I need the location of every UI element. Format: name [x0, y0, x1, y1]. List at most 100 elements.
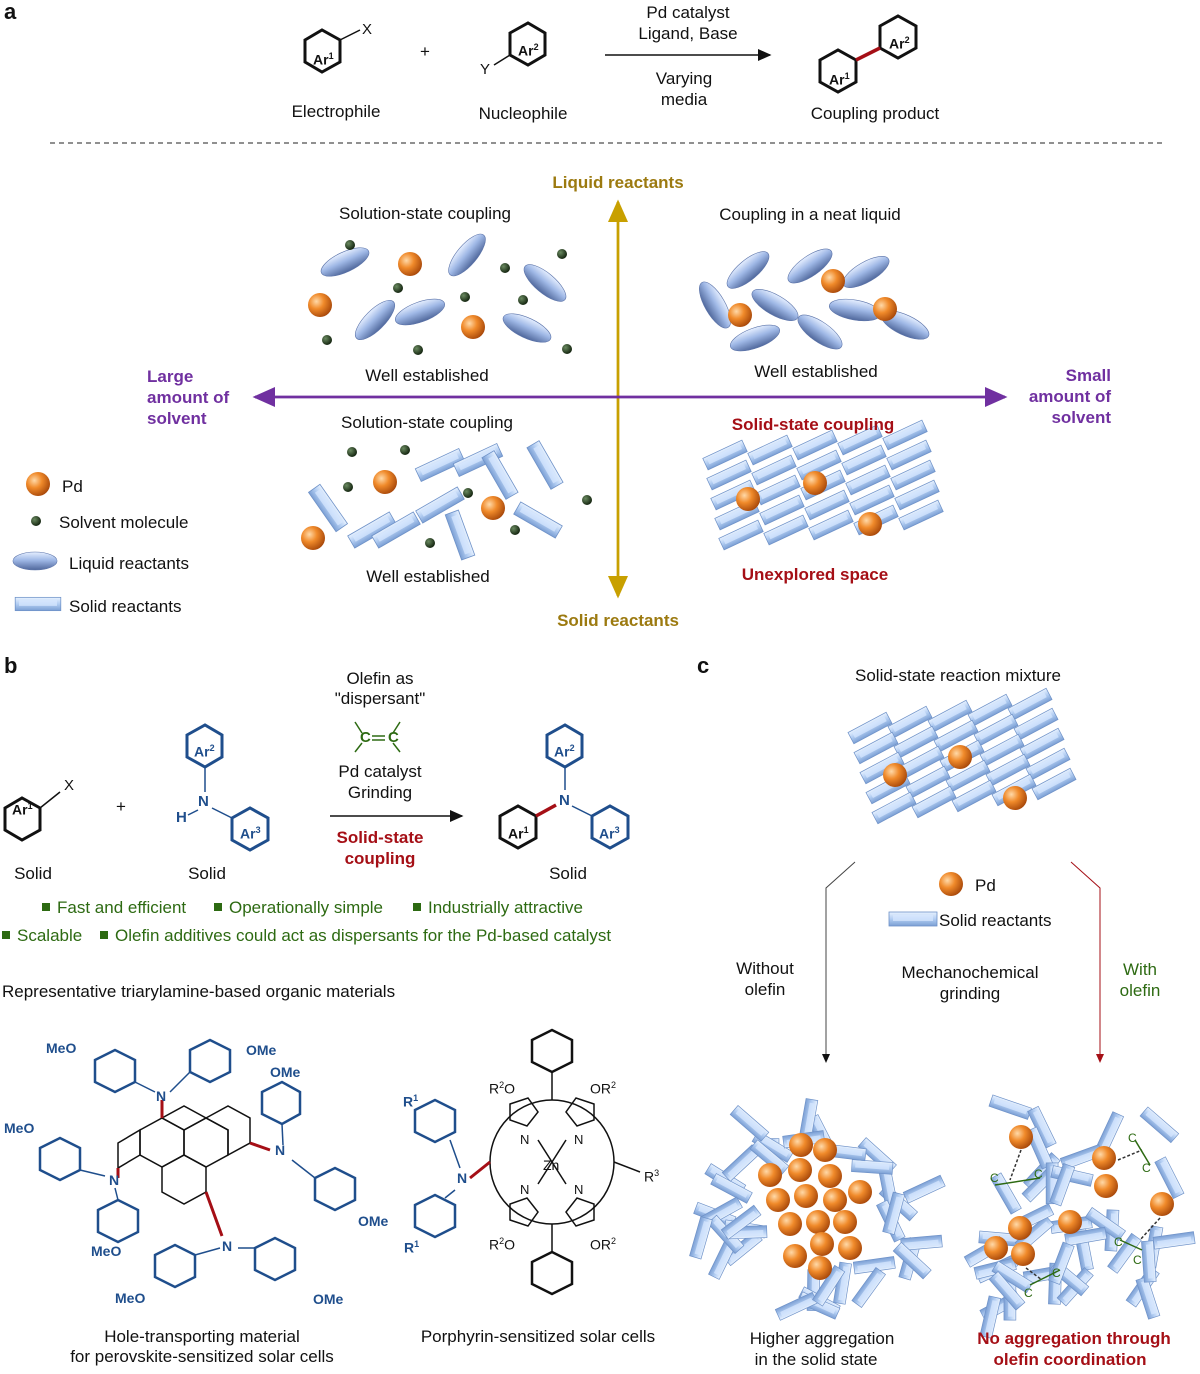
with-2: olefin	[1119, 981, 1161, 1000]
n-1: N	[156, 1088, 167, 1104]
with-1: With	[1123, 960, 1157, 979]
bullet-scalable: Scalable	[2, 926, 82, 946]
without-2: olefin	[744, 980, 786, 999]
scheme-a	[303, 14, 918, 94]
solid-label-3: Solid	[549, 864, 587, 883]
b-ar3-label: Ar3	[240, 825, 261, 842]
c-title: Solid-state reaction mixture	[855, 666, 1061, 685]
right-caption-2: olefin coordination	[993, 1350, 1147, 1369]
bullet-industrial: Industrially attractive	[413, 898, 583, 918]
bullet-fast: Fast and efficient	[42, 898, 186, 918]
pd-legend-c	[939, 872, 963, 896]
y-label: Y	[480, 61, 491, 78]
bl-title: Solution-state coupling	[340, 413, 514, 432]
olefin-c-atom: C	[1142, 1161, 1151, 1175]
legend-liquid: Liquid reactants	[69, 554, 190, 573]
solid-label-2: Solid	[188, 864, 226, 883]
legend-pd: Pd	[62, 477, 83, 496]
axis-left-line3: solvent	[147, 409, 207, 428]
cluster-without-olefin	[689, 1098, 946, 1321]
legend-graphics	[12, 472, 62, 612]
or2-top: OR2	[590, 1080, 617, 1097]
b-ar1-label: Ar1	[12, 801, 33, 818]
x-label: X	[362, 21, 373, 38]
br-status: Unexplored space	[741, 565, 889, 584]
bp-n-label: N	[559, 792, 570, 809]
r1-top: R1	[403, 1093, 419, 1110]
olefin-c-atom: C	[990, 1171, 999, 1185]
panel-c-top-cluster	[847, 687, 1077, 825]
product-label: Coupling product	[810, 104, 940, 123]
olefin-c-atom: C	[1024, 1286, 1033, 1300]
grinding-2: grinding	[939, 984, 1001, 1003]
left-caption-1: Higher aggregation	[749, 1329, 895, 1348]
conditions-line2: Ligand, Base	[638, 24, 738, 43]
nucleophile-label: Nucleophile	[478, 104, 568, 123]
axis-solid-reactants: Solid reactants	[557, 611, 679, 630]
grinding-1: Mechanochemical	[901, 963, 1039, 982]
b-plus: +	[116, 797, 126, 816]
solid-label-1: Solid	[14, 864, 52, 883]
bp-ar1-label: Ar1	[508, 825, 529, 842]
product-ar1-label: Ar1	[829, 71, 850, 88]
bp-ar2-label: Ar2	[554, 743, 575, 760]
axis-liquid-reactants: Liquid reactants	[552, 173, 684, 192]
bullet-simple: Operationally simple	[214, 898, 383, 918]
mol1-caption-1: Hole-transporting material	[104, 1327, 300, 1346]
olefin-line1: Olefin as	[346, 669, 414, 688]
left-caption-2: in the solid state	[754, 1350, 878, 1369]
ome-2: OMe	[270, 1064, 301, 1080]
ar1-label: Ar1	[313, 51, 334, 68]
axis-left-line1: Large	[147, 367, 194, 386]
bl-status: Well established	[366, 567, 490, 586]
quadrant-solution-liquid	[308, 228, 572, 355]
ome-1: OMe	[246, 1042, 277, 1058]
tr-status: Well established	[754, 362, 878, 381]
quadrant-neat-liquid	[693, 242, 934, 357]
mol1-caption-2: for perovskite-sensitized solar cells	[70, 1347, 334, 1366]
tl-title: Solution-state coupling	[338, 204, 512, 223]
product-ar2-label: Ar2	[889, 35, 910, 52]
olefin-line2: "dispersant"	[334, 689, 426, 708]
c-legend-solid: Solid reactants	[939, 911, 1052, 930]
c-legend-pd: Pd	[975, 876, 996, 895]
n-4: N	[222, 1238, 233, 1254]
meo-1: MeO	[46, 1040, 77, 1056]
olefin-c-atom: C	[1052, 1266, 1061, 1280]
n-2: N	[109, 1172, 120, 1188]
b-h-label: H	[176, 809, 187, 826]
cluster-with-olefin	[963, 1094, 1196, 1339]
ar2-label: Ar2	[518, 42, 539, 59]
mol2-n1: N	[520, 1132, 530, 1147]
b-n-label: N	[198, 793, 209, 810]
bp-ar3-label: Ar3	[599, 825, 620, 842]
olefin-c-atom: C	[1034, 1167, 1043, 1181]
mol2-n2: N	[574, 1132, 584, 1147]
quadrant-solution-solid	[301, 440, 592, 561]
molecule-porphyrin	[413, 1028, 641, 1296]
r2o-bottom: R2O	[489, 1236, 516, 1253]
plus-sign: +	[420, 42, 430, 61]
meo-3: MeO	[91, 1243, 122, 1259]
b-ar2-label: Ar2	[194, 743, 215, 760]
molecule-hole-transport	[38, 1038, 357, 1289]
axis-left-line2: amount of	[147, 388, 230, 407]
olefin-c-atom: C	[1128, 1131, 1137, 1145]
mol2-n4: N	[574, 1182, 584, 1197]
conditions-line1: Pd catalyst	[646, 3, 730, 22]
legend-solid: Solid reactants	[69, 597, 182, 616]
r1-bottom: R1	[404, 1239, 420, 1256]
tl-status: Well established	[365, 366, 489, 385]
olefin-c1: C	[360, 729, 371, 746]
quadrant-solid-state	[702, 419, 944, 551]
or2-bottom: OR2	[590, 1236, 617, 1253]
panel-label-b: b	[4, 653, 18, 678]
olefin-c-atom: C	[1114, 1235, 1123, 1249]
solid-legend-c	[888, 911, 938, 927]
tr-title: Coupling in a neat liquid	[719, 205, 901, 224]
olefin-c-atom: C	[1133, 1253, 1142, 1267]
r3: R3	[644, 1168, 660, 1185]
r2o-top: R2O	[489, 1080, 516, 1097]
without-1: Without	[736, 959, 794, 978]
